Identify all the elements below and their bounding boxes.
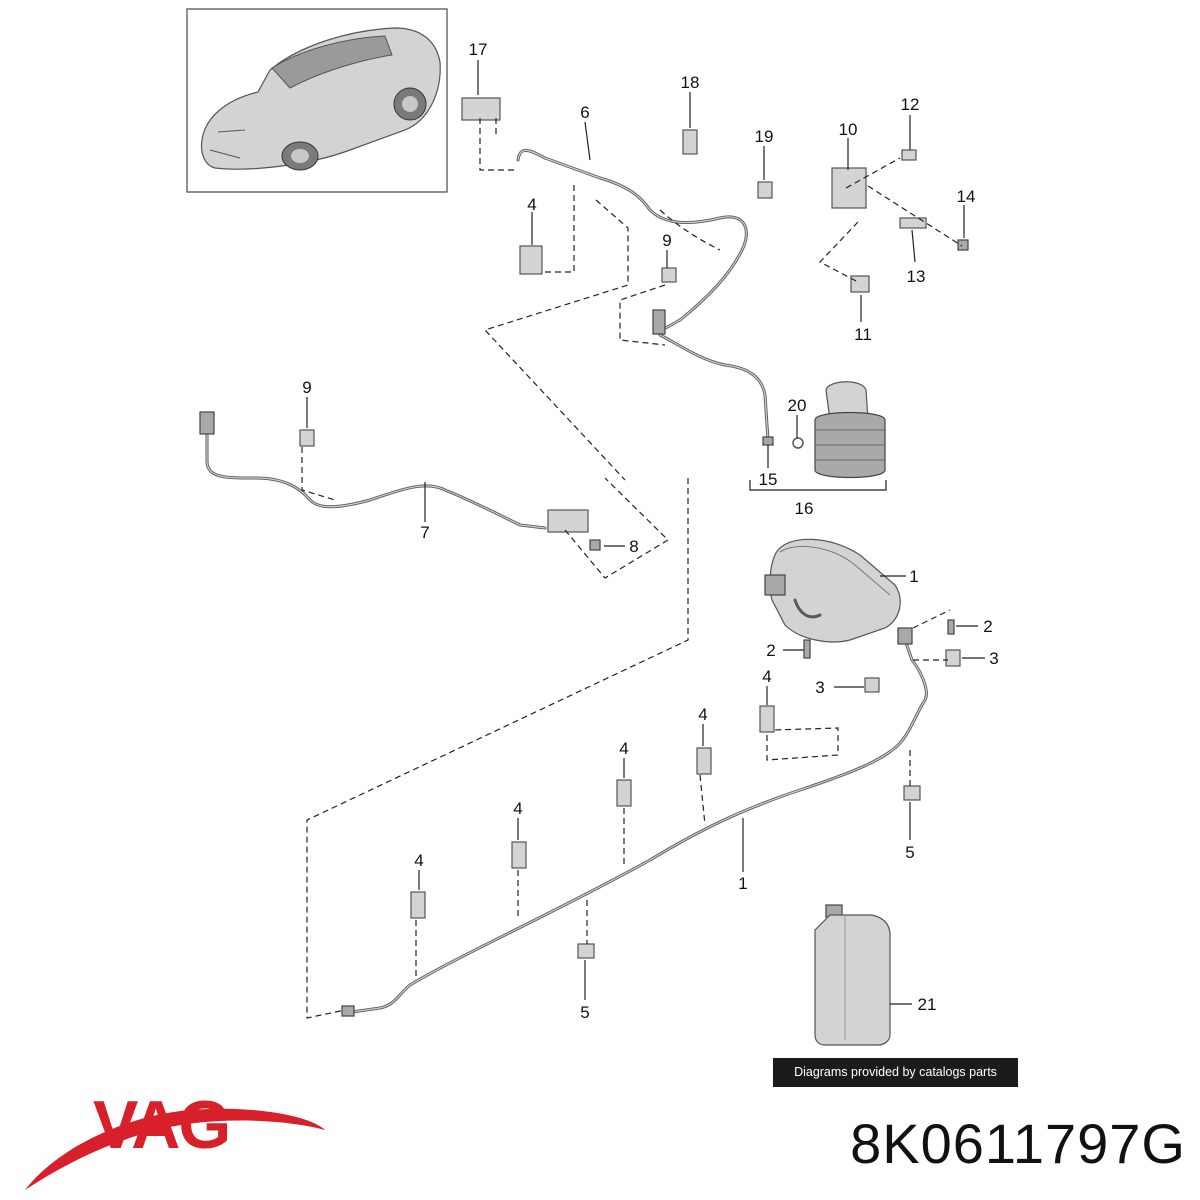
callout-7: 7	[420, 523, 429, 542]
callout-5-right: 5	[905, 843, 914, 862]
callout-4-c: 4	[619, 739, 628, 758]
callout-8: 8	[629, 537, 638, 556]
callout-9-left: 9	[302, 378, 311, 397]
callout-3-left: 3	[815, 678, 824, 697]
callout-5-bottom: 5	[580, 1003, 589, 1022]
callout-12: 12	[901, 95, 920, 114]
callout-4-a: 4	[762, 667, 771, 686]
diagram-credit-banner: Diagrams provided by catalogs parts	[773, 1058, 1018, 1087]
callout-4-top: 4	[527, 195, 536, 214]
callout-4-b: 4	[698, 705, 707, 724]
callout-9-top: 9	[662, 231, 671, 250]
vag-logo-swoosh	[25, 1108, 325, 1190]
callout-10: 10	[839, 120, 858, 139]
callout-16: 16	[795, 499, 814, 518]
callout-17: 17	[469, 40, 488, 59]
leader-lines	[306, 60, 985, 1005]
callout-21: 21	[918, 995, 937, 1014]
callout-19: 19	[755, 127, 774, 146]
callout-18: 18	[681, 73, 700, 92]
callout-1-reservoir: 1	[909, 567, 918, 586]
callout-labels: 17 18 6 19 10 12 14 13 4 9 11 9 20 15 16…	[302, 40, 998, 1022]
fluid-bottle	[814, 904, 891, 1046]
callout-4-e: 4	[414, 851, 423, 870]
vag-logo-text: VAG	[93, 1087, 231, 1163]
callout-20: 20	[788, 396, 807, 415]
pipe-upper-6	[516, 148, 748, 332]
callout-2-right: 2	[983, 617, 992, 636]
filler-neck	[814, 381, 886, 479]
callout-3-right: 3	[989, 649, 998, 668]
pipe-middle	[658, 333, 770, 442]
callout-2-left: 2	[766, 641, 775, 660]
callout-6: 6	[580, 103, 589, 122]
callout-13: 13	[907, 267, 926, 286]
reservoir-housing	[764, 538, 913, 645]
callout-15: 15	[759, 470, 778, 489]
vehicle-thumbnail	[186, 8, 448, 193]
callout-4-d: 4	[513, 799, 522, 818]
callout-14: 14	[957, 187, 976, 206]
part-number: 8K0611797G	[850, 1112, 1186, 1175]
callout-1-pipe: 1	[738, 874, 747, 893]
pipe-1-long	[350, 638, 928, 1014]
clips	[199, 97, 969, 1017]
pipe-7	[205, 430, 547, 530]
callout-11: 11	[854, 325, 872, 344]
dashed-guides	[301, 118, 963, 1019]
